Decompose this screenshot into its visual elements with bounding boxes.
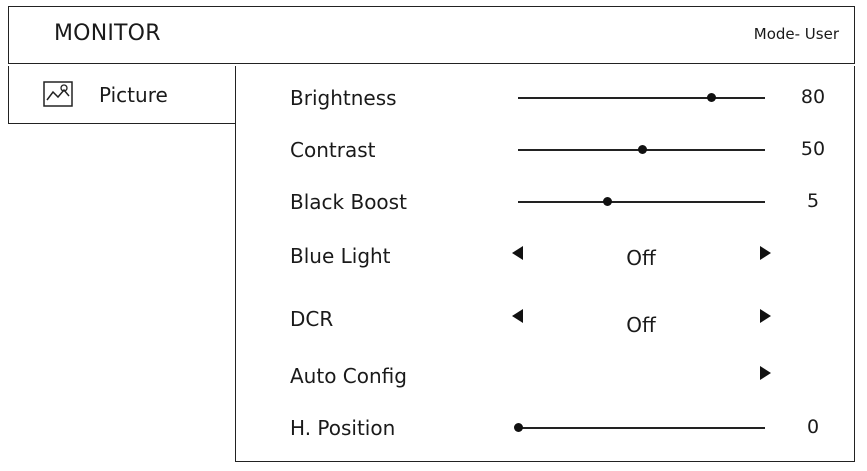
slider-thumb[interactable] [514, 423, 523, 432]
h-position-slider[interactable] [514, 418, 765, 438]
picture-icon [43, 81, 73, 107]
right-arrow-icon[interactable] [760, 246, 771, 260]
mode-indicator: Mode- User [753, 25, 839, 43]
setting-value: 50 [800, 138, 826, 160]
setting-blue-light[interactable]: Blue Light Off [236, 236, 854, 276]
setting-label: Blue Light [290, 244, 391, 268]
setting-label: DCR [290, 307, 334, 331]
osd-header: MONITOR Mode- User [8, 6, 855, 64]
menu-title: MONITOR [54, 21, 161, 46]
right-arrow-icon[interactable] [760, 309, 771, 323]
setting-black-boost[interactable]: Black Boost 5 [236, 182, 854, 222]
right-arrow-icon[interactable] [760, 366, 771, 380]
setting-label: Black Boost [290, 190, 407, 214]
slider-thumb[interactable] [637, 145, 647, 154]
setting-label: H. Position [290, 416, 396, 440]
slider-track [518, 427, 765, 429]
setting-auto-config[interactable]: Auto Config [236, 356, 854, 396]
setting-value: 80 [800, 86, 826, 108]
setting-h-position[interactable]: H. Position 0 [236, 408, 854, 448]
slider-thumb[interactable] [602, 197, 612, 206]
brightness-slider[interactable] [518, 88, 765, 108]
setting-contrast[interactable]: Contrast 50 [236, 130, 854, 170]
contrast-slider[interactable] [518, 140, 765, 160]
sidebar-item-picture[interactable]: Picture [8, 66, 236, 124]
setting-label: Auto Config [290, 364, 407, 388]
slider-track [518, 201, 765, 203]
option-value: Off [626, 313, 656, 337]
setting-label: Contrast [290, 138, 376, 162]
setting-value: 5 [806, 190, 820, 212]
setting-dcr[interactable]: DCR Off [236, 299, 854, 339]
black-boost-slider[interactable] [518, 192, 765, 212]
setting-brightness[interactable]: Brightness 80 [236, 78, 854, 118]
sidebar-item-label: Picture [99, 83, 168, 107]
left-arrow-icon[interactable] [512, 246, 523, 260]
option-value: Off [626, 246, 656, 270]
settings-panel: Brightness 80 Contrast 50 Black Boost 5 … [235, 66, 855, 462]
setting-label: Brightness [290, 86, 397, 110]
slider-track [518, 97, 765, 99]
slider-thumb[interactable] [706, 93, 716, 102]
setting-value: 0 [806, 416, 820, 438]
left-arrow-icon[interactable] [512, 309, 523, 323]
